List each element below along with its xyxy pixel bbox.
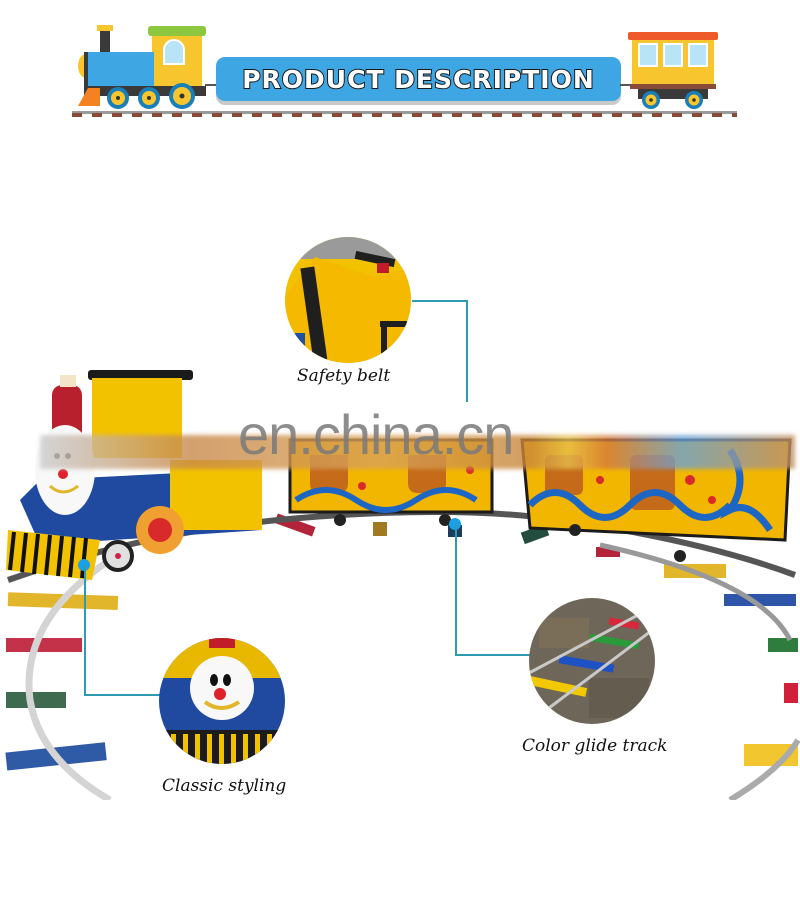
safety-belt-icon [285,237,411,363]
banner-title: PRODUCT DESCRIPTION [241,64,595,95]
safety-belt-connector-v [466,300,468,402]
banner-rail [72,111,737,114]
banner-rail-ties [72,113,737,117]
color-glide-track-connector-v [455,524,457,655]
cartoon-locomotive-icon [78,25,206,109]
cartoon-carriage-icon [628,32,718,109]
color-glide-track-connector-h [455,654,530,656]
classic-styling-caption: Classic styling [162,776,287,796]
product-photo: en.china.cn [0,230,800,800]
color-glide-track-detail-image [529,598,655,724]
classic-styling-detail-image [159,638,285,764]
classic-styling-connector-h [84,694,160,696]
coupler [205,84,219,86]
watermark-text: en.china.cn [238,403,514,466]
product-description-banner: PRODUCT DESCRIPTION [0,0,800,125]
coupler [620,84,632,86]
color-track-icon [529,598,655,724]
safety-belt-connector-h [412,300,468,302]
safety-belt-detail-image [285,237,411,363]
classic-styling-connector-v [84,565,86,695]
watermark-blur-band [40,435,795,469]
color-glide-track-caption: Color glide track [522,736,668,756]
banner-title-pill: PRODUCT DESCRIPTION [216,57,621,101]
train-locomotive [6,370,262,580]
safety-belt-caption: Safety belt [297,366,391,386]
clown-face-icon [159,638,285,764]
